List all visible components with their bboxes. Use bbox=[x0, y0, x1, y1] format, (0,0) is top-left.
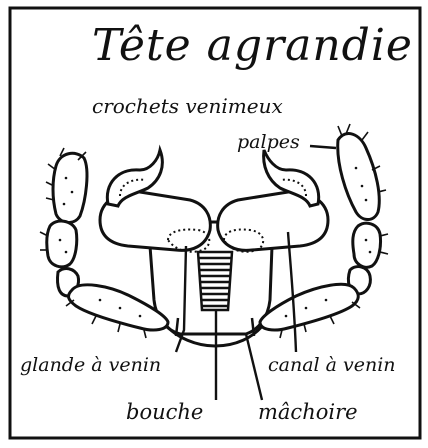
machoire-pointer bbox=[246, 334, 262, 400]
label-bouche: bouche bbox=[126, 402, 203, 423]
label-crochets-venimeux: crochets venimeux bbox=[92, 96, 283, 116]
page-title: Tête agrandie bbox=[92, 24, 413, 68]
canal-pointer bbox=[288, 232, 296, 352]
label-glande-a-venin: glande à venin bbox=[20, 356, 161, 375]
palpes-pointer-line bbox=[310, 146, 336, 148]
label-machoire: mâchoire bbox=[258, 402, 358, 423]
label-canal-a-venin: canal à venin bbox=[268, 356, 396, 375]
mouth-shape bbox=[198, 252, 232, 310]
label-palpes: palpes bbox=[237, 133, 300, 152]
